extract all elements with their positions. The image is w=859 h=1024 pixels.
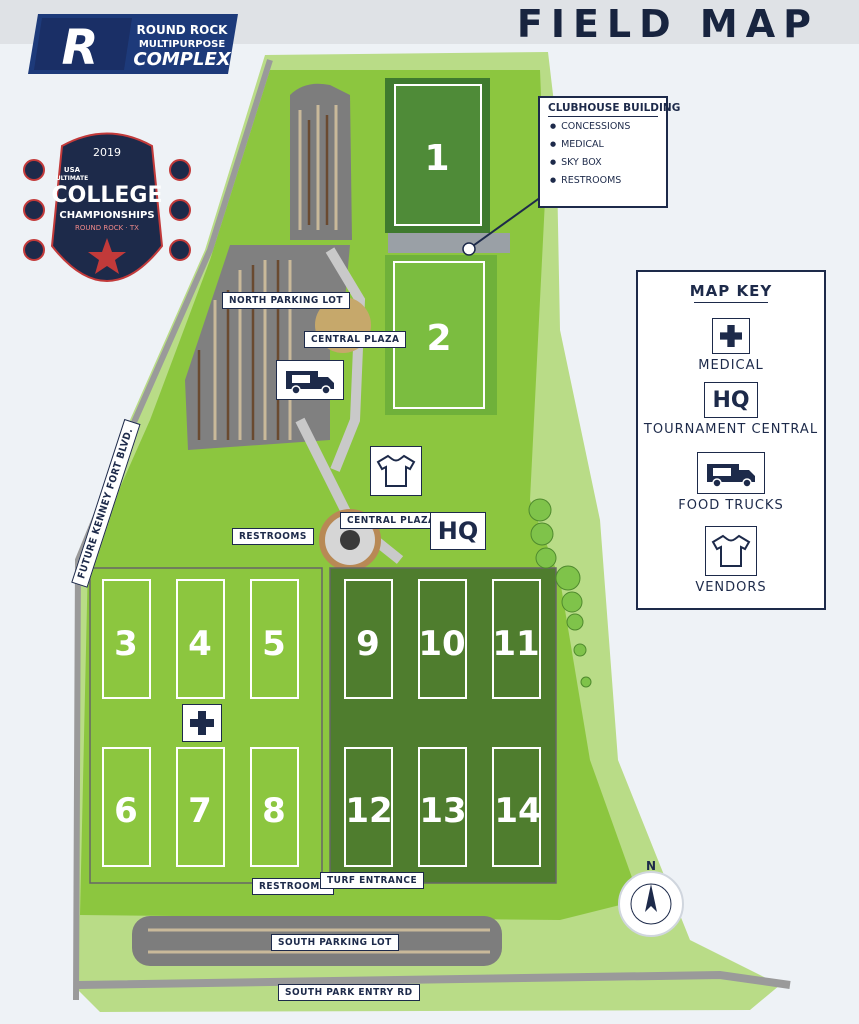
- hq-icon: HQ: [437, 517, 479, 545]
- clubhouse-pointer-line: [469, 191, 549, 249]
- key-label-medical: MEDICAL: [698, 358, 764, 373]
- south-road: [77, 970, 791, 989]
- badge-year: 2019: [93, 146, 121, 159]
- key-item-vendors: VENDORS: [638, 526, 824, 595]
- badge-org-1: USA: [64, 166, 81, 174]
- label-central-plaza-north: CENTRAL PLAZA: [304, 331, 407, 348]
- clubhouse-title: CLUBHOUSE BUILDING: [548, 102, 680, 117]
- logo-line-3: COMPLEX: [133, 49, 231, 70]
- badge-star: [88, 238, 126, 274]
- clubhouse-list: CONCESSIONS MEDICAL SKY BOX RESTROOMS: [548, 121, 658, 186]
- medical-cross-icon: [720, 325, 742, 347]
- label-restrooms-north: RESTROOMS: [232, 528, 314, 545]
- field-number-14: 14: [494, 791, 541, 831]
- future-road: [73, 59, 273, 1001]
- key-label-food-trucks: FOOD TRUCKS: [678, 498, 784, 513]
- badge-word-1: COLLEGE: [52, 183, 163, 208]
- field-number-12: 12: [345, 791, 392, 831]
- field-1-lines: [394, 84, 482, 226]
- clubhouse-item: RESTROOMS: [550, 175, 658, 186]
- label-central-plaza-south: CENTRAL PLAZA: [340, 512, 443, 529]
- field-number-11: 11: [492, 624, 539, 664]
- key-item-medical: MEDICAL: [638, 318, 824, 373]
- map-key: MAP KEY MEDICAL HQ TOURNAMENT CENTRAL: [636, 270, 826, 610]
- field-number-9: 9: [356, 624, 380, 664]
- hq-icon: HQ: [712, 387, 750, 413]
- compass-north-label: N: [646, 859, 656, 873]
- badge-location: ROUND ROCK · TX: [75, 224, 139, 232]
- key-label-vendors: VENDORS: [695, 580, 767, 595]
- trees: [528, 498, 592, 688]
- field-outlines-west: [102, 579, 299, 867]
- food-truck-icon: [707, 464, 755, 488]
- field-2-lines: [393, 261, 485, 409]
- clubhouse-callout: CLUBHOUSE BUILDING CONCESSIONS MEDICAL S…: [538, 96, 680, 208]
- championship-badge: 2019 USA ULTIMATE COLLEGE CHAMPIONSHIPS …: [23, 132, 191, 282]
- clubhouse-item: CONCESSIONS: [550, 121, 658, 132]
- field-number-13: 13: [419, 791, 466, 831]
- vendor-shirt-icon: [711, 534, 751, 567]
- compass: N: [618, 859, 684, 937]
- label-north-parking: NORTH PARKING LOT: [222, 292, 351, 309]
- medical-cross-icon: [190, 711, 214, 735]
- map-vendor: [370, 446, 422, 496]
- label-turf-entrance: TURF ENTRANCE: [320, 872, 425, 889]
- field-number-8: 8: [262, 791, 286, 831]
- map-food-truck: [276, 360, 344, 400]
- vendor-shirt-icon: [376, 454, 416, 487]
- field-number-5: 5: [262, 624, 286, 664]
- field-number-4: 4: [188, 624, 212, 664]
- clubhouse-item: SKY BOX: [550, 157, 658, 168]
- logo-line-2: MULTIPURPOSE: [139, 39, 226, 50]
- complex-logo: R ROUND ROCK MULTIPURPOSE COMPLEX: [28, 14, 238, 76]
- map-hq: HQ: [430, 512, 486, 550]
- field-number-1: 1: [424, 138, 449, 179]
- food-truck-icon: [286, 371, 334, 395]
- field-number-2: 2: [426, 318, 451, 359]
- field-outlines-east: [344, 579, 541, 867]
- clubhouse-pointer-dot: [462, 242, 476, 256]
- map-key-title: MAP KEY: [689, 282, 773, 300]
- badge-word-2: CHAMPIONSHIPS: [59, 210, 154, 221]
- field-block-east: [329, 567, 557, 884]
- clubhouse-item: MEDICAL: [550, 139, 658, 150]
- field-number-3: 3: [114, 624, 138, 664]
- logo-letter: R: [62, 20, 99, 76]
- key-item-food-trucks: FOOD TRUCKS: [638, 452, 824, 513]
- field-number-10: 10: [418, 624, 465, 664]
- label-south-parking: SOUTH PARKING LOT: [271, 934, 399, 951]
- badge-org-2: ULTIMATE: [56, 175, 88, 182]
- field-number-6: 6: [114, 791, 138, 831]
- field-number-7: 7: [188, 791, 212, 831]
- page-title: FIELD MAP: [516, 2, 819, 46]
- map-key-divider: [694, 302, 768, 303]
- key-item-hq: HQ TOURNAMENT CENTRAL: [638, 382, 824, 437]
- logo-line-1: ROUND ROCK: [137, 23, 229, 37]
- compass-needle-icon: [645, 884, 657, 912]
- label-south-road: SOUTH PARK ENTRY RD: [278, 984, 420, 1001]
- map-medical: [182, 704, 222, 742]
- key-label-hq: TOURNAMENT CENTRAL: [643, 422, 819, 437]
